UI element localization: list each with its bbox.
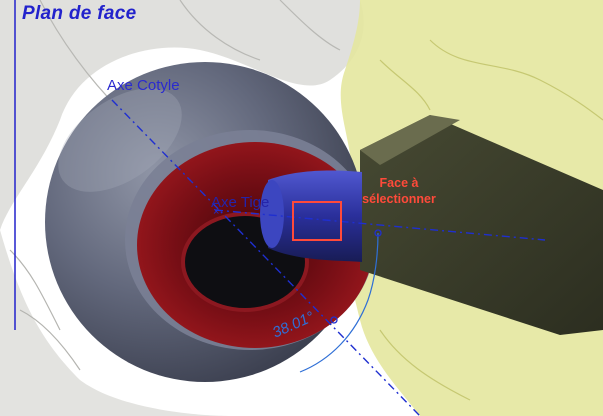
hint-line-1: Face à (379, 176, 419, 190)
femoral-stem-beam (360, 115, 603, 335)
face-selection-box[interactable] (292, 201, 342, 241)
axis-tige-label[interactable]: Axe Tige (211, 194, 270, 211)
pelvis-bone (0, 0, 364, 230)
neck-end-face (260, 180, 284, 248)
angle-handle-icon (330, 316, 338, 324)
axis-cotyle-label[interactable]: Axe Cotyle (107, 77, 180, 94)
cotyle-axis-line (111, 99, 421, 416)
axis-origin-icon: × (213, 206, 219, 218)
angle-dimension-arc (299, 232, 379, 373)
select-face-hint: Face à sélectionner (356, 175, 442, 207)
hint-line-2: sélectionner (362, 192, 436, 206)
axis-endpoint-icon (374, 229, 382, 237)
plane-title[interactable]: Plan de face (22, 3, 137, 24)
tige-axis-line (214, 209, 546, 241)
pelvis-lower (0, 230, 230, 416)
